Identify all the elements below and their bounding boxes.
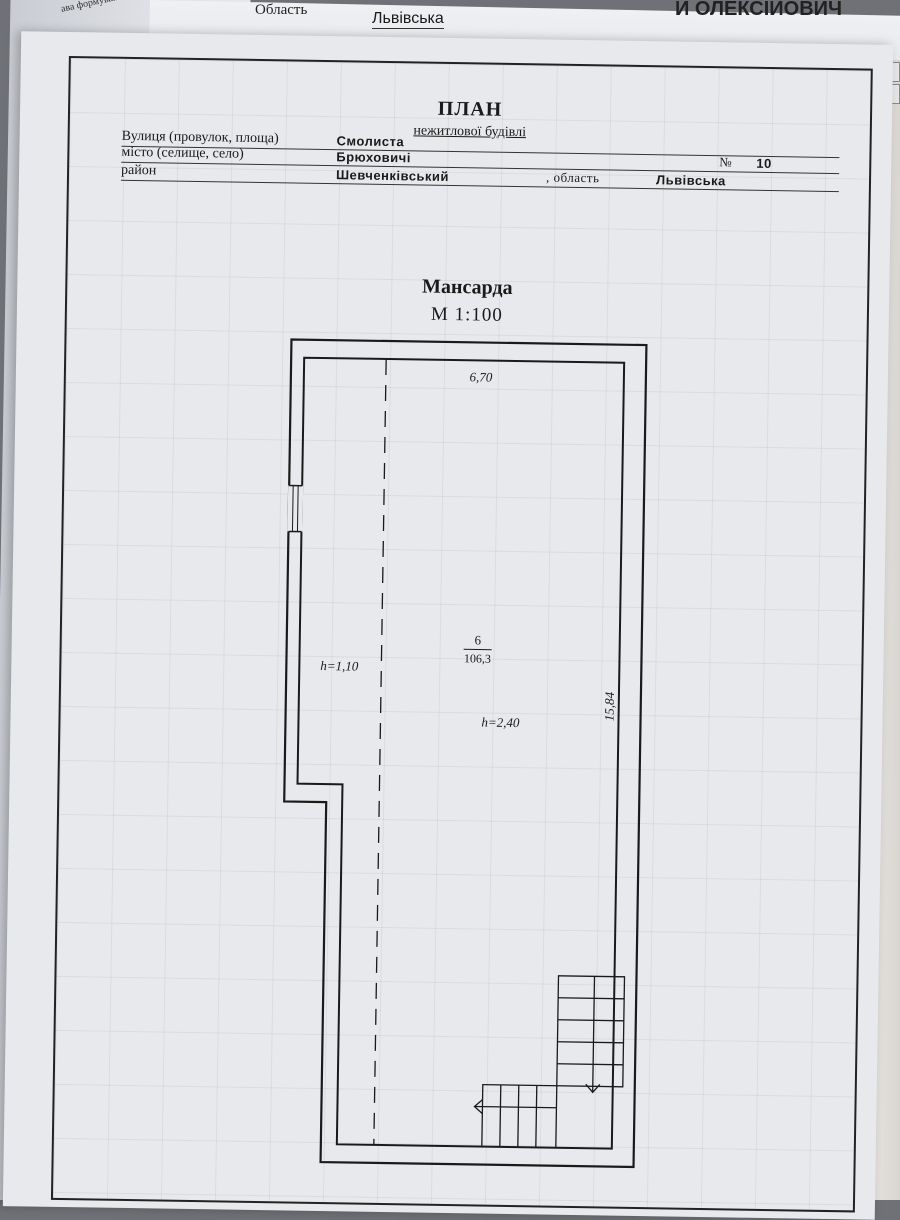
background-oblast-label: Область bbox=[255, 2, 307, 19]
inner-wall bbox=[292, 358, 624, 1149]
room-area: 106,3 bbox=[464, 651, 491, 665]
staircase bbox=[474, 974, 625, 1148]
roof-slope-line bbox=[374, 359, 386, 1145]
plan-sheet: ПЛАН нежитлової будівлі Вулиця (провулок… bbox=[3, 31, 893, 1220]
background-owner-name: И ОЛЕКСІЙОВИЧ bbox=[675, 0, 842, 21]
height-main-label: h=2,40 bbox=[481, 715, 520, 731]
dimension-width-label: 6,70 bbox=[469, 369, 492, 384]
background-oblast-value: Львівська bbox=[372, 10, 444, 29]
plan-frame: ПЛАН нежитлової будівлі Вулиця (провулок… bbox=[51, 56, 873, 1212]
floor-plan-drawing: 6,70 15,84 6 106,3 h=1,10 h=2,40 bbox=[53, 58, 871, 1210]
window bbox=[287, 485, 303, 531]
room-number: 6 bbox=[474, 632, 481, 647]
height-low-label: h=1,10 bbox=[320, 658, 359, 674]
dimension-length-label: 15,84 bbox=[602, 691, 617, 721]
